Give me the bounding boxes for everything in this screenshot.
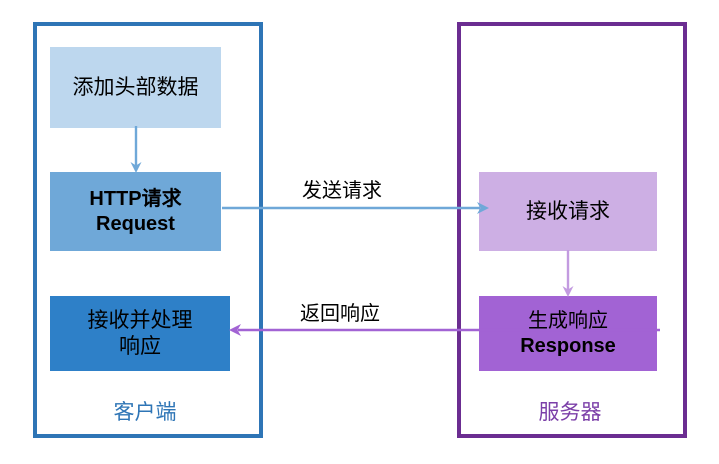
- arrow-return-response: [229, 324, 660, 336]
- arrow-send-request: [222, 202, 489, 214]
- box-generate-response: 生成响应 Response: [479, 296, 657, 371]
- box-generate-response-label-en: Response: [520, 334, 616, 357]
- box-receive-request-label: 接收请求: [526, 199, 610, 223]
- server-panel-label: 服务器: [538, 401, 602, 424]
- box-receive-response-label-line1: 接收并处理: [87, 308, 193, 332]
- box-http-request: HTTP请求 Request: [50, 172, 221, 251]
- box-receive-and-process-response: 接收并处理 响应: [50, 296, 230, 371]
- box-receive-request: 接收请求: [479, 172, 657, 251]
- arrow-add-header-to-http-request: [130, 126, 142, 173]
- arrow-label-return-response: 返回响应: [300, 303, 380, 325]
- box-http-request-label-en: Request: [96, 212, 175, 235]
- arrow-label-send-request: 发送请求: [302, 180, 382, 202]
- box-generate-response-label-cn: 生成响应: [528, 310, 608, 333]
- arrow-receive-request-to-generate-response: [562, 250, 574, 297]
- client-panel-label: 客户端: [113, 401, 177, 424]
- box-add-header-data-label: 添加头部数据: [72, 75, 199, 99]
- box-receive-response-label-line2: 响应: [119, 334, 161, 358]
- box-http-request-label-cn: HTTP请求: [89, 188, 182, 211]
- box-add-header-data: 添加头部数据: [50, 47, 221, 128]
